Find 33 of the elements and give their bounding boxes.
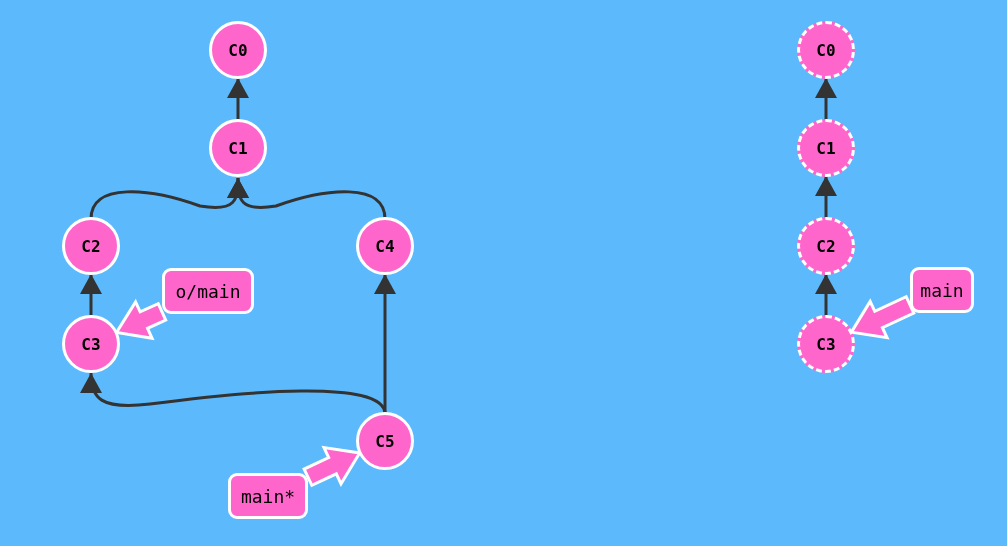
arrow	[815, 176, 837, 218]
commit-circle	[209, 21, 267, 79]
commit-id: C2	[81, 236, 101, 256]
branch-name: o/main	[175, 280, 241, 302]
commit-circle	[62, 217, 120, 275]
commit-circle	[797, 21, 855, 79]
arrow	[227, 78, 249, 120]
commit-id: C3	[81, 334, 101, 354]
commit-id: C2	[816, 236, 836, 256]
branch-name: main	[920, 279, 964, 301]
commit-id: C1	[816, 138, 836, 158]
branch-label	[228, 473, 308, 519]
commit-circle	[797, 217, 855, 275]
arrow	[815, 78, 837, 120]
commit-id: C0	[228, 40, 248, 60]
branch-label	[162, 268, 254, 314]
branch-label	[910, 267, 974, 313]
commit-id: C4	[375, 236, 395, 256]
branch-name: main*	[240, 485, 296, 507]
commit-circle	[356, 412, 414, 470]
arrow	[815, 274, 837, 316]
commit-circle	[797, 315, 855, 373]
arrow	[374, 274, 396, 413]
commit-id: C3	[816, 334, 836, 354]
commit-circle	[797, 119, 855, 177]
commit-id: C0	[816, 40, 836, 60]
commit-id: C1	[228, 138, 248, 158]
commit-circle	[209, 119, 267, 177]
commit-circle	[62, 315, 120, 373]
thick-arrow	[114, 298, 168, 341]
commit-circle	[356, 217, 414, 275]
commit-id: C5	[375, 431, 395, 451]
arrow	[80, 274, 102, 316]
